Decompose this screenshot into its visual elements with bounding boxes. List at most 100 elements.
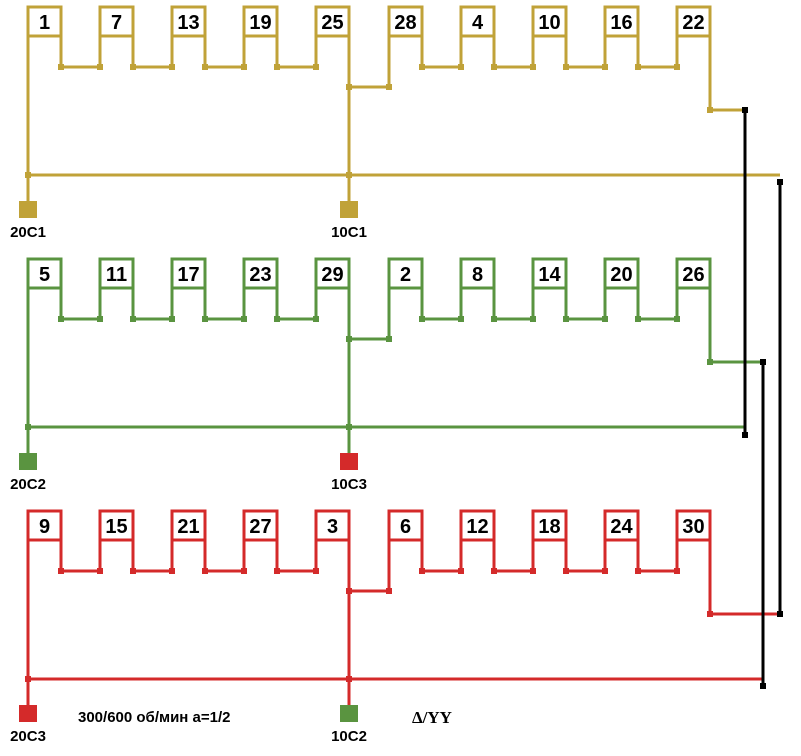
slot-box [459,257,496,290]
slot-number: 17 [177,264,199,286]
junction-dot [635,64,641,70]
junction-dot [97,64,103,70]
slot-box [531,5,568,38]
terminal-10c3 [340,453,358,470]
junction-dot [563,568,569,574]
slot-box [459,5,496,38]
slot-number: 30 [682,516,704,538]
junction-dot [25,424,31,430]
terminal-10c1 [340,201,358,218]
slot-number: 8 [472,264,483,286]
slot-box [170,509,207,542]
slot-box [314,5,351,38]
junction-dot [241,316,247,322]
junction-dot [491,316,497,322]
junction-dot [458,64,464,70]
junction-dot [169,64,175,70]
junction-dot [530,64,536,70]
junction-dot [130,64,136,70]
link-dot [777,179,783,185]
link-dot [777,611,783,617]
slot-number: 15 [105,516,127,538]
junction-dot [169,316,175,322]
slot-box [242,257,279,290]
junction-dot [241,568,247,574]
junction-dot [419,316,425,322]
slot-box [387,509,424,542]
junction-dot [130,316,136,322]
interconnect-links [742,107,783,689]
slot-number: 10 [538,12,560,34]
slot-box [98,5,135,38]
speed-caption: 300/600 об/мин а=1/2 [78,709,230,726]
terminal-label: 10C2 [331,728,367,745]
junction-dot [202,64,208,70]
slot-box [26,5,63,38]
slot-box [603,257,640,290]
junction-dot [202,316,208,322]
junction-dot [386,336,392,342]
junction-dot [202,568,208,574]
junction-dot [58,568,64,574]
junction-dot [346,424,352,430]
slot-number: 13 [177,12,199,34]
slot-number: 27 [249,516,271,538]
slot-number: 18 [538,516,560,538]
terminal-20c1 [19,201,37,218]
slot-number: 11 [106,264,127,286]
slot-box [242,5,279,38]
slot-number: 29 [321,264,343,286]
junction-dot [241,64,247,70]
junction-dot [674,568,680,574]
terminal-label: 20C2 [10,476,46,493]
slot-number: 6 [400,516,411,538]
junction-dot [674,316,680,322]
slot-box [387,257,424,290]
junction-dot [602,568,608,574]
junction-dot [491,568,497,574]
slot-number: 22 [682,12,704,34]
junction-dot [491,64,497,70]
junction-dot [386,84,392,90]
slot-box [603,5,640,38]
junction-dot [602,316,608,322]
junction-dot [346,676,352,682]
slot-box [387,5,424,38]
slot-box [170,257,207,290]
junction-dot [563,316,569,322]
junction-dot [458,568,464,574]
junction-dot [419,64,425,70]
slot-number: 12 [466,516,488,538]
terminal-label: 20C1 [10,224,46,241]
junction-dot [346,336,352,342]
slot-box [314,257,351,290]
junction-dot [635,568,641,574]
junction-dot [346,172,352,178]
junction-dot [419,568,425,574]
slot-number: 20 [610,264,632,286]
connection-scheme-label: Δ/YY [412,708,452,727]
slot-number: 14 [538,264,561,286]
slot-number: 26 [682,264,704,286]
junction-dot [563,64,569,70]
junction-dot [58,64,64,70]
terminal-10c2 [340,705,358,722]
junction-dot [58,316,64,322]
terminal-20c2 [19,453,37,470]
slot-box [675,257,712,290]
slot-number: 3 [327,516,338,538]
slot-box [170,5,207,38]
junction-dot [346,84,352,90]
junction-dot [313,568,319,574]
slot-box [314,509,351,542]
slot-number: 9 [39,516,50,538]
junction-dot [97,316,103,322]
junction-dot [313,64,319,70]
slot-number: 5 [39,264,50,286]
junction-dot [274,64,280,70]
slot-box [242,509,279,542]
